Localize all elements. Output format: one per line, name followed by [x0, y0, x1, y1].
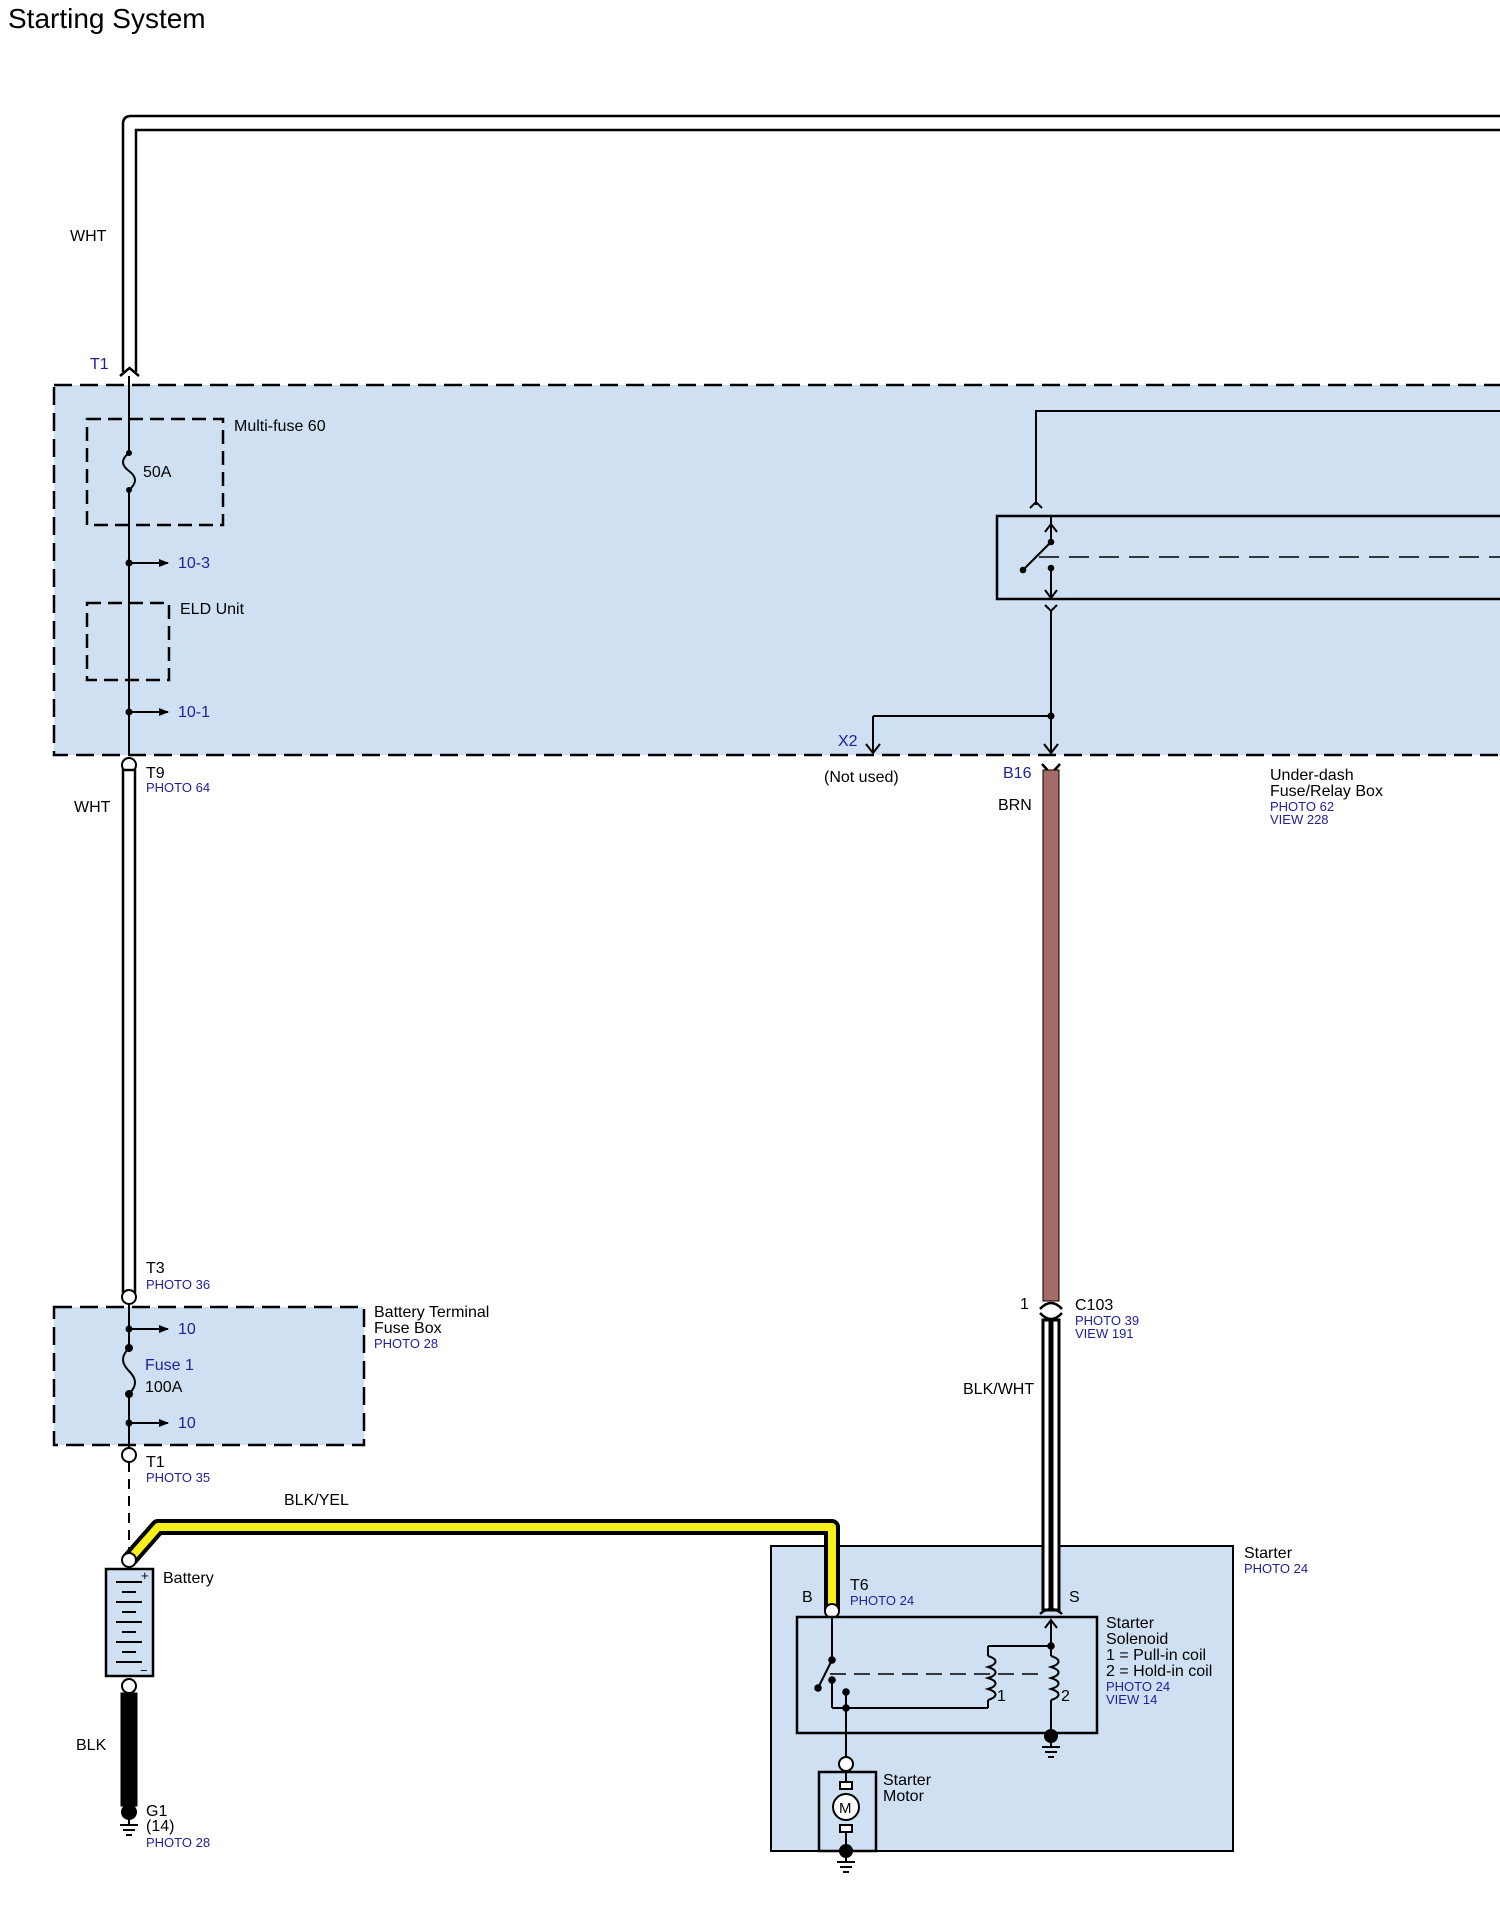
ground-g1-photo: PHOTO 28: [146, 1835, 210, 1850]
solenoid-view: VIEW 14: [1106, 1692, 1157, 1707]
solenoid-label-2: Solenoid: [1106, 1631, 1168, 1648]
solenoid-internal-circuit: [814, 1618, 1060, 1757]
connector-t1-lower: [121, 1447, 137, 1463]
connector-photo-t3: PHOTO 36: [146, 1277, 210, 1292]
eld-unit: [85, 601, 171, 682]
battery-label: Battery: [163, 1570, 214, 1587]
brn-wire: [1041, 763, 1061, 1302]
battery-terminal-fuse-box: [52, 1305, 366, 1447]
starter-label: Starter: [1244, 1545, 1293, 1562]
connector-c103: [1039, 1301, 1063, 1321]
connector-photo-t9: PHOTO 64: [146, 780, 210, 795]
branch-arrow-battery-10-lower: [125, 1419, 169, 1427]
multifuse-label: Multi-fuse 60: [234, 418, 326, 435]
battery-negative-terminal: [121, 1678, 137, 1694]
t6-photo: PHOTO 24: [850, 1593, 914, 1608]
c103-view: VIEW 191: [1075, 1326, 1134, 1341]
battery-fuse-box-label-2: Fuse Box: [374, 1320, 442, 1337]
t6-label: T6: [850, 1577, 869, 1594]
coil-2-description: 2 = Hold-in coil: [1106, 1663, 1212, 1680]
battery-positive-terminal: [121, 1552, 137, 1568]
wire-label-blk: BLK: [76, 1737, 107, 1754]
starter-motor-label-1: Starter: [883, 1772, 932, 1789]
fuse-50a-symbol: [122, 452, 136, 491]
wire-label-blk-wht: BLK/WHT: [963, 1381, 1034, 1398]
terminal-s-connector: [1039, 1607, 1063, 1615]
connector-label-t3: T3: [146, 1260, 165, 1277]
coil-1-label: 1: [997, 1688, 1006, 1705]
fuse-1-label: Fuse 1: [145, 1357, 194, 1374]
relay: [865, 410, 1500, 755]
ground-g1-label: G1: [146, 1803, 167, 1820]
wire-label-wht-mid: WHT: [74, 799, 111, 816]
solenoid-ground: [1042, 1729, 1060, 1758]
underdash-box-view: VIEW 228: [1270, 812, 1329, 827]
multi-fuse-60: [85, 417, 225, 527]
multifuse-rating: 50A: [143, 464, 172, 481]
connector-label-t1-lower: T1: [146, 1454, 165, 1471]
fuse-100a-symbol: [122, 1347, 136, 1395]
motor-symbol: [832, 1772, 860, 1846]
blk-wht-wire: [1041, 1318, 1061, 1612]
c103-label: C103: [1075, 1297, 1113, 1314]
not-used-label: (Not used): [824, 769, 899, 786]
connector-label-t9: T9: [146, 765, 165, 782]
c103-pin-label: 1: [1020, 1296, 1029, 1313]
wht-wire-mid: [121, 768, 137, 1294]
motor-ground: [837, 1844, 855, 1873]
underdash-box-photo: PHOTO 62: [1270, 799, 1334, 814]
branch-arrow-10-1: [125, 708, 169, 716]
branch-arrow-10-3: [125, 559, 169, 567]
solenoid-label-1: Starter: [1106, 1615, 1155, 1632]
connector-photo-t1-lower: PHOTO 35: [146, 1470, 210, 1485]
coil-1-description: 1 = Pull-in coil: [1106, 1647, 1206, 1664]
branch-label-battery-10-lower: 10: [178, 1415, 196, 1432]
c103-photo: PHOTO 39: [1075, 1313, 1139, 1328]
starter-motor-label-2: Motor: [883, 1788, 925, 1805]
blk-yel-wire: [122, 1519, 840, 1610]
ground-g1-number: (14): [146, 1818, 174, 1835]
solenoid-photo: PHOTO 24: [1106, 1679, 1170, 1694]
wire-label-wht-top: WHT: [70, 228, 107, 245]
connector-label-t1-top: T1: [90, 356, 109, 373]
branch-label-10-1: 10-1: [178, 704, 210, 721]
ground-g1: [120, 1804, 138, 1836]
wht-wire-top: [119, 114, 1500, 377]
branch-label-10-3: 10-3: [178, 555, 210, 572]
eld-unit-label: ELD Unit: [180, 601, 245, 618]
branch-label-battery-10-upper: 10: [178, 1321, 196, 1338]
terminal-b-label: B: [802, 1589, 813, 1606]
motor-terminal: [838, 1756, 854, 1772]
battery-plus-sign: +: [141, 1568, 149, 1583]
motor-symbol-m: M: [839, 1800, 852, 1817]
battery-fuse-box-label-1: Battery Terminal: [374, 1304, 489, 1321]
connector-label-b16: B16: [1003, 765, 1032, 782]
battery-minus-sign: −: [140, 1663, 148, 1678]
branch-arrow-battery-10-upper: [125, 1325, 169, 1333]
wire-label-blk-yel: BLK/YEL: [284, 1492, 349, 1509]
battery-fuse-box-photo: PHOTO 28: [374, 1336, 438, 1351]
blk-wire: [120, 1692, 138, 1807]
terminal-s-label: S: [1069, 1589, 1080, 1606]
starter-photo: PHOTO 24: [1244, 1561, 1308, 1576]
coil-2-label: 2: [1061, 1688, 1070, 1705]
wire-label-brn: BRN: [998, 797, 1032, 814]
connector-label-x2: X2: [838, 733, 858, 750]
underdash-box-label-1: Under-dash: [1270, 767, 1354, 784]
battery-symbol: [104, 1567, 155, 1678]
fuse-1-rating: 100A: [145, 1379, 183, 1396]
underdash-box-label-2: Fuse/Relay Box: [1270, 783, 1383, 800]
page-title: Starting System: [8, 3, 206, 34]
connector-t3: [121, 1289, 137, 1305]
